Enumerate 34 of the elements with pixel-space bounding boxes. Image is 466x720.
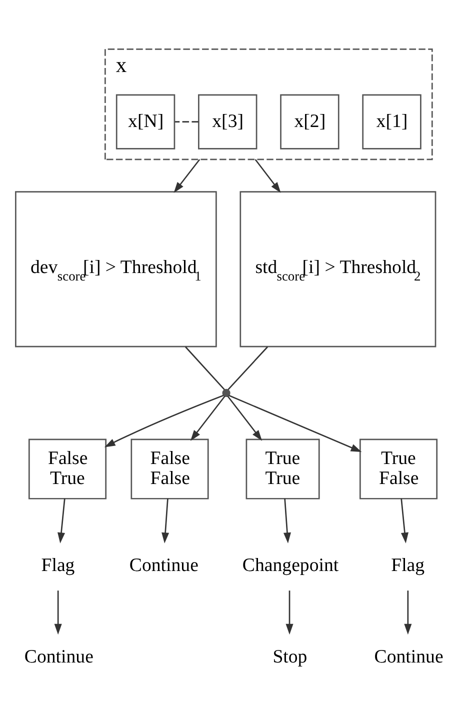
arrow	[54, 590, 62, 635]
node-box: dev$_{score}$[i] > Threshold$_{1}$	[15, 191, 217, 348]
arrow	[190, 396, 226, 441]
node-text: Changepoint	[242, 554, 339, 576]
arrow	[162, 498, 170, 544]
arrow	[404, 590, 412, 635]
node-box: std$_{score}$[i] > Threshold$_{2}$	[240, 191, 436, 348]
connector	[175, 121, 198, 122]
node-box: x[1]	[362, 94, 422, 150]
node-text: Flag	[391, 554, 425, 576]
arrow	[254, 159, 281, 193]
node-text: Stop	[272, 646, 308, 668]
arrow	[104, 394, 224, 448]
node-box: x[3]	[198, 94, 258, 150]
arrow	[400, 498, 408, 544]
node-text: Continue	[24, 646, 94, 668]
node-box: x[2]	[280, 94, 340, 150]
arrow	[286, 590, 294, 635]
node-box: True False	[359, 438, 438, 500]
node-text: Continue	[129, 554, 198, 576]
arrow	[227, 396, 262, 441]
connector	[185, 346, 225, 390]
node-box: False False	[130, 438, 209, 500]
node-circle	[222, 388, 230, 398]
node-box: True True	[246, 438, 320, 500]
node-box: x[N]	[116, 94, 176, 150]
node-box: False True	[28, 438, 107, 500]
arrow	[58, 498, 66, 544]
arrow	[174, 159, 200, 193]
node-text: Continue	[374, 646, 444, 668]
connector	[228, 346, 268, 390]
node-text: Flag	[41, 554, 75, 576]
arrow	[228, 394, 362, 452]
arrow	[283, 498, 291, 544]
